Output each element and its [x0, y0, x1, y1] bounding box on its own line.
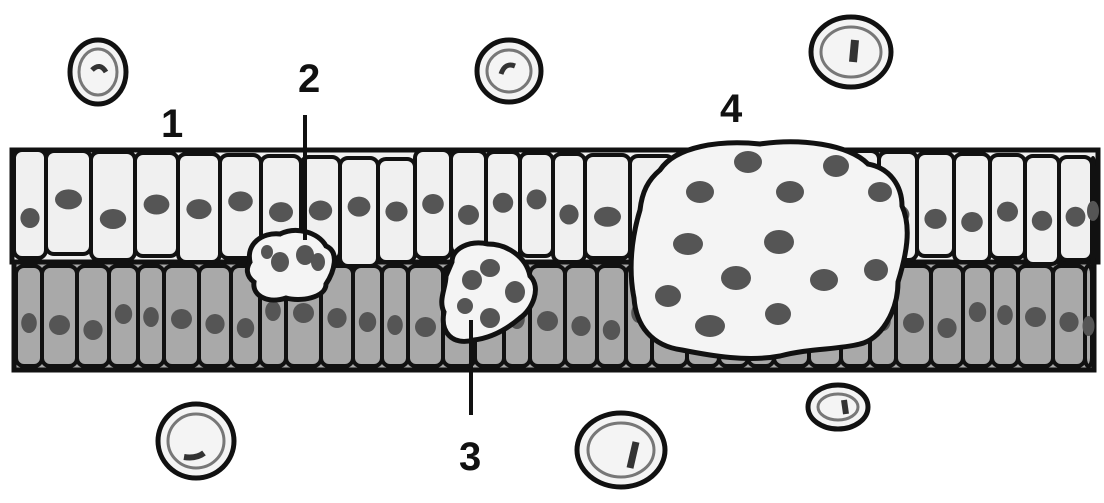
nucleus	[527, 189, 547, 209]
nucleus	[1059, 312, 1078, 332]
lower-cell	[896, 266, 931, 366]
nucleus	[205, 314, 224, 334]
nucleus	[997, 202, 1018, 222]
upper-cell	[14, 150, 46, 258]
free-cell	[158, 404, 234, 478]
upper-cell	[340, 158, 378, 266]
lower-cell	[16, 266, 42, 366]
nucleus	[387, 315, 403, 335]
lower-cell	[382, 266, 408, 366]
nucleus	[903, 313, 924, 333]
lower-cell	[138, 266, 164, 366]
lower-cell	[1053, 266, 1085, 366]
lower-cell	[42, 266, 77, 366]
nucleus	[559, 204, 578, 224]
upper-cell	[415, 150, 451, 258]
label-1: 1	[161, 102, 183, 146]
nucleus	[594, 207, 621, 227]
lower-cell	[109, 266, 138, 366]
nucleus	[603, 320, 620, 340]
free-cell	[811, 17, 891, 87]
upper-cell-layer	[12, 150, 1099, 266]
upper-cell	[1059, 157, 1092, 260]
lower-cell	[992, 266, 1018, 366]
upper-cell	[1025, 156, 1059, 264]
nucleus	[415, 317, 436, 337]
lower-cell	[931, 266, 963, 366]
lower-cell	[565, 266, 597, 366]
nucleus	[1032, 211, 1052, 231]
nucleus	[1087, 201, 1099, 221]
nucleus	[327, 308, 346, 328]
lower-cell	[408, 266, 443, 366]
cell-mass-4	[631, 142, 907, 359]
nucleus	[1025, 307, 1046, 327]
lower-cell-layer	[14, 262, 1095, 370]
nucleus	[961, 212, 983, 232]
upper-cell	[178, 154, 220, 262]
nucleus	[269, 202, 293, 222]
nucleus	[265, 301, 281, 321]
upper-cell	[990, 155, 1025, 258]
nucleus	[458, 205, 479, 225]
nucleus	[385, 202, 407, 222]
upper-cell	[917, 153, 954, 256]
upper-cell	[451, 151, 486, 254]
upper-cell	[378, 159, 415, 262]
upper-cell	[553, 154, 585, 262]
nucleus	[537, 311, 558, 331]
nucleus	[348, 197, 371, 217]
nucleus	[493, 193, 513, 213]
nucleus	[1083, 316, 1095, 336]
lower-cell	[199, 266, 231, 366]
label-2: 2	[298, 57, 320, 101]
lower-cell	[597, 266, 626, 366]
nucleus	[1066, 207, 1086, 227]
lower-cell	[1018, 266, 1053, 366]
upper-cell	[954, 154, 990, 262]
free-cell	[808, 385, 868, 429]
nucleus	[186, 199, 211, 219]
nucleus	[83, 320, 102, 340]
nucleus	[422, 194, 444, 214]
nucleus	[293, 303, 314, 323]
nucleus	[359, 312, 376, 332]
nucleus	[144, 195, 170, 215]
cell-mass-2	[247, 230, 334, 300]
lower-cell	[353, 266, 382, 366]
upper-cell	[91, 152, 135, 260]
label-4: 4	[720, 87, 743, 131]
nucleus	[997, 305, 1013, 325]
lower-cell	[963, 266, 992, 366]
lower-cell	[164, 266, 199, 366]
nucleus	[115, 304, 132, 324]
nucleus	[924, 209, 946, 229]
upper-cell	[135, 153, 178, 256]
nucleus	[143, 307, 159, 327]
label-3: 3	[459, 435, 481, 479]
nucleus	[21, 313, 37, 333]
nucleus	[228, 191, 253, 211]
free-cell	[577, 413, 665, 487]
free-cell	[477, 40, 541, 102]
nucleus	[100, 209, 126, 229]
nucleus	[309, 201, 332, 221]
lower-cell	[77, 266, 109, 366]
nucleus	[571, 316, 590, 336]
nucleus	[937, 318, 956, 338]
nucleus	[20, 208, 39, 228]
upper-cell	[46, 151, 91, 254]
nucleus	[49, 315, 70, 335]
upper-cell	[520, 153, 553, 256]
nucleus	[969, 302, 986, 322]
nucleus	[55, 189, 82, 209]
nucleus	[171, 309, 192, 329]
free-cell	[70, 40, 126, 104]
nucleus	[237, 318, 254, 338]
upper-cell	[585, 155, 630, 258]
lower-cell	[1083, 266, 1095, 366]
